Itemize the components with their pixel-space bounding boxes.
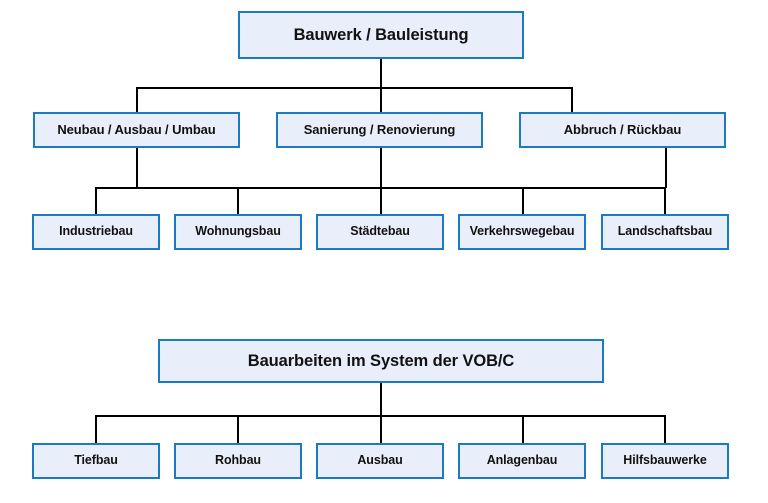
node-label: Sanierung / Renovierung [303,121,456,137]
node-label: Landschaftsbau [617,224,713,239]
node-rohbau[interactable]: Rohbau [174,443,302,479]
connector-drop-landschaftsbau [664,187,666,215]
node-landschaftsbau[interactable]: Landschaftsbau [601,214,729,250]
node-label: Hilfsbauwerke [623,453,707,468]
node-root-bauarbeiten-vob[interactable]: Bauarbeiten im System der VOB/C [158,339,604,383]
connector-drop-verkehrswegebau [522,187,524,215]
node-verkehrswegebau[interactable]: Verkehrswegebau [458,214,586,250]
node-label: Verkehrswegebau [469,224,575,239]
connector-drop-rohbau [237,415,239,443]
node-label: Abbruch / Rückbau [563,121,682,137]
connector-bus-level2-1 [136,87,573,89]
node-industriebau[interactable]: Industriebau [32,214,160,250]
node-root-bauwerk[interactable]: Bauwerk / Bauleistung [238,11,524,59]
node-label: Ausbau [357,453,403,468]
node-tiefbau[interactable]: Tiefbau [32,443,160,479]
connector-stem-sanierung-down [380,148,382,188]
node-label: Tiefbau [74,453,118,468]
connector-root-stem-2 [380,383,382,416]
connector-drop-industriebau [95,187,97,215]
connector-drop-anlagenbau [522,415,524,443]
connector-drop-sanierung [380,87,382,113]
node-label: Wohnungsbau [195,224,281,239]
node-staedtebau[interactable]: Städtebau [316,214,444,250]
node-label: Neubau / Ausbau / Umbau [57,121,216,137]
connector-drop-hilfsbauwerke [664,415,666,443]
connector-drop-staedtebau [380,187,382,215]
node-label: Rohbau [215,453,261,468]
connector-stem-abbruch-down [665,148,667,188]
node-label: Bauwerk / Bauleistung [293,25,469,44]
node-hilfsbauwerke[interactable]: Hilfsbauwerke [601,443,729,479]
connector-drop-ausbau [380,415,382,443]
connector-drop-neubau [136,87,138,113]
node-label: Anlagenbau [486,453,558,468]
node-anlagenbau[interactable]: Anlagenbau [458,443,586,479]
connector-stem-neubau-down [136,148,138,188]
connector-drop-tiefbau [95,415,97,443]
node-neubau-ausbau-umbau[interactable]: Neubau / Ausbau / Umbau [33,112,240,148]
node-wohnungsbau[interactable]: Wohnungsbau [174,214,302,250]
node-sanierung-renovierung[interactable]: Sanierung / Renovierung [276,112,483,148]
node-ausbau[interactable]: Ausbau [316,443,444,479]
node-label: Städtebau [350,224,410,239]
node-label: Bauarbeiten im System der VOB/C [247,351,515,370]
connector-root-stem-1 [380,59,382,87]
node-abbruch-rueckbau[interactable]: Abbruch / Rückbau [519,112,726,148]
connector-drop-abbruch [571,87,573,113]
connector-drop-wohnungsbau [237,187,239,215]
node-label: Industriebau [59,224,133,239]
